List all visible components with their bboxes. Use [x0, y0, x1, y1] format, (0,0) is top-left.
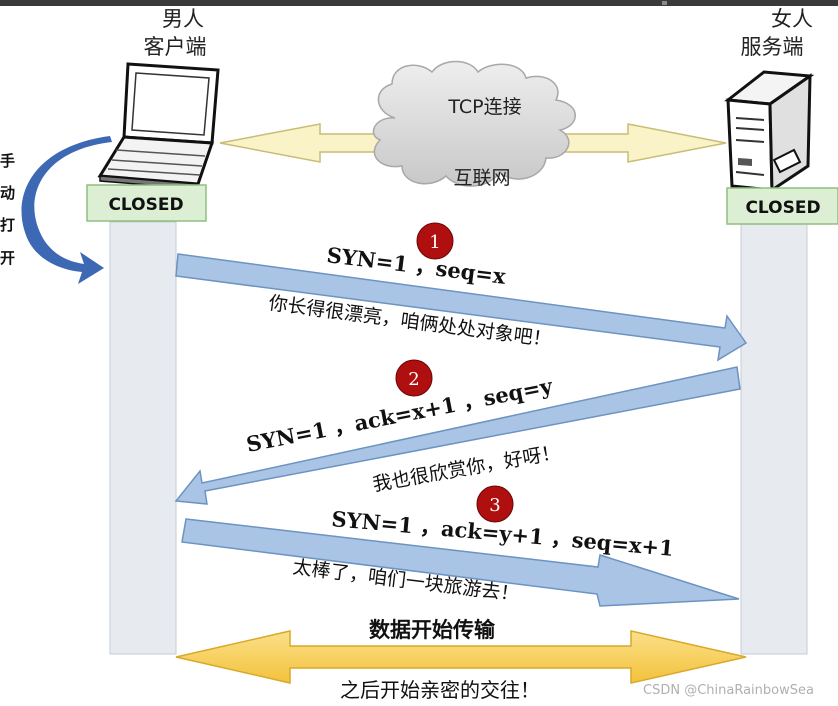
tcp-connection-label: TCP连接 [447, 96, 521, 118]
step3-badge [476, 485, 514, 523]
server-state-label: CLOSED [745, 198, 820, 218]
internet-label: 互联网 [453, 167, 510, 189]
internet-cloud [372, 60, 576, 187]
top-bar-marker [662, 1, 667, 5]
data-transfer-title: 数据开始传输 [369, 618, 496, 642]
step3-number: 3 [489, 495, 500, 516]
server-state-box [726, 187, 838, 225]
step1-number: 1 [429, 232, 440, 253]
side-note-char-1: 手 [0, 152, 15, 170]
client-title-line2: 客户端 [144, 35, 207, 59]
client-title-line1: 男人 [162, 7, 204, 31]
server-title-line2: 服务端 [741, 35, 804, 59]
client-lifeline [109, 221, 177, 655]
step2-badge [395, 359, 433, 397]
step3-ack-arrow [181, 518, 740, 607]
step2-syn-ack-arrow [174, 366, 741, 505]
laptop-icon [97, 62, 220, 190]
client-state-label: CLOSED [108, 195, 183, 215]
side-note-char-4: 开 [0, 249, 15, 267]
step2-number: 2 [408, 369, 419, 390]
server-icon [724, 70, 815, 193]
data-transfer-arrow [175, 630, 747, 684]
side-note-char-2: 动 [0, 184, 15, 202]
step1-badge [416, 222, 454, 260]
client-state-box [86, 184, 207, 222]
window-top-bar [0, 0, 838, 6]
server-title-line1: 女人 [771, 7, 813, 31]
side-note-char-3: 打 [0, 216, 15, 234]
watermark-text: CSDN @ChinaRainbowSea [643, 683, 814, 698]
data-transfer-subtitle: 之后开始亲密的交往！ [340, 678, 540, 702]
server-lifeline [740, 221, 808, 655]
manual-open-curve-arrow [21, 136, 112, 284]
step1-syn-arrow [175, 253, 748, 362]
